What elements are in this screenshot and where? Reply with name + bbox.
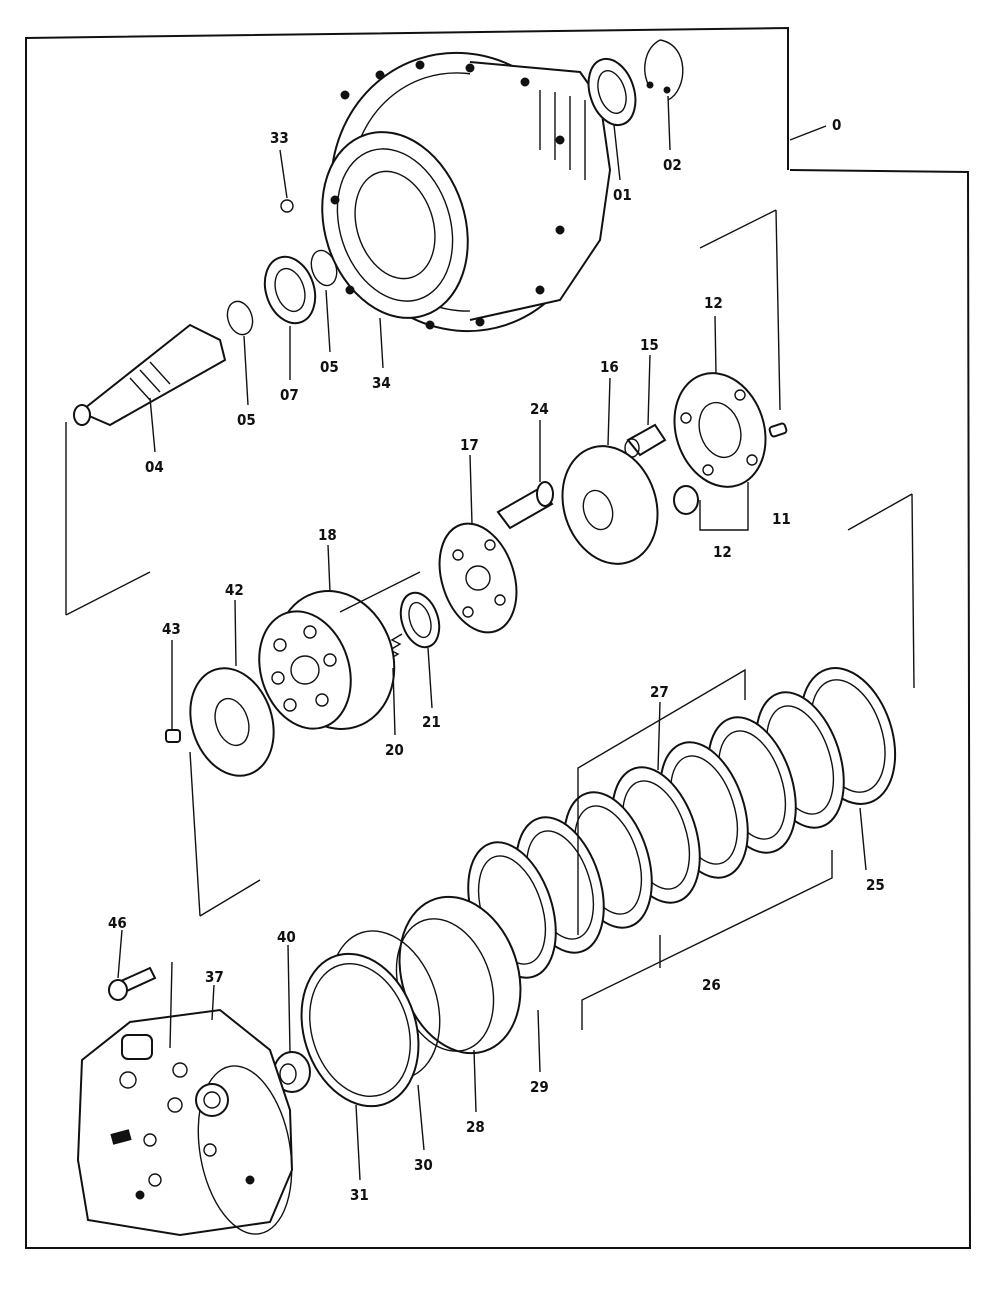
part-label: 40 [277,928,296,946]
spool-part [496,481,554,530]
part-label: 37 [205,968,224,986]
seal-ring-part [300,952,420,1108]
snap-ring-part [644,39,684,101]
part-label: 20 [385,741,404,759]
part-label: 18 [318,526,337,544]
part-label: 33 [270,129,289,147]
shaft-part [73,323,227,427]
disc-stack [467,667,897,979]
needle-bearing-part [273,1051,311,1093]
part-label: 31 [350,1186,369,1204]
part-label: 46 [108,914,127,932]
ring-part [226,300,254,336]
part-label: 12 [704,294,723,312]
o-ring-part [280,199,294,213]
part-label: 17 [460,436,479,454]
assembly-label: 0 [832,116,841,134]
assembly-boundary [25,26,972,1249]
part-label: 11 [772,510,791,528]
part-label: 42 [225,581,244,599]
pin-part [165,729,181,743]
pin-part [768,422,788,438]
plate-part [673,372,767,488]
bolt-part [108,966,157,1001]
part-label: 43 [162,620,181,638]
part-label: 16 [600,358,619,376]
piston-part [561,445,659,565]
part-label: 15 [640,336,659,354]
part-label: 25 [866,876,885,894]
part-label: 26 [702,976,721,994]
assembly-leader [789,125,827,141]
plunger-part [624,423,667,458]
swash-plate-part [189,667,275,777]
part-label: 21 [422,713,441,731]
part-label: 27 [650,683,669,701]
part-label: 29 [530,1078,549,1096]
part-label: 34 [372,374,391,392]
cylinder-block-part [258,590,396,730]
part-label: 07 [280,386,299,404]
part-label: 12 [713,543,732,561]
seal-part [587,57,637,127]
part-label: 02 [663,156,682,174]
bearing-part [399,591,441,649]
part-label: 30 [414,1156,433,1174]
part-label: 28 [466,1118,485,1136]
spring-part [387,633,403,661]
part-label: 24 [530,400,549,418]
ring-part [310,249,338,287]
valve-plate-part [438,522,518,634]
pin-part [673,485,699,515]
part-label: 01 [613,186,632,204]
part-label: 04 [145,458,164,476]
part-label: 05 [237,411,256,429]
rear-cover-part [76,1008,294,1237]
part-label: 05 [320,358,339,376]
housing-part [321,51,612,333]
bearing-part [263,255,317,325]
